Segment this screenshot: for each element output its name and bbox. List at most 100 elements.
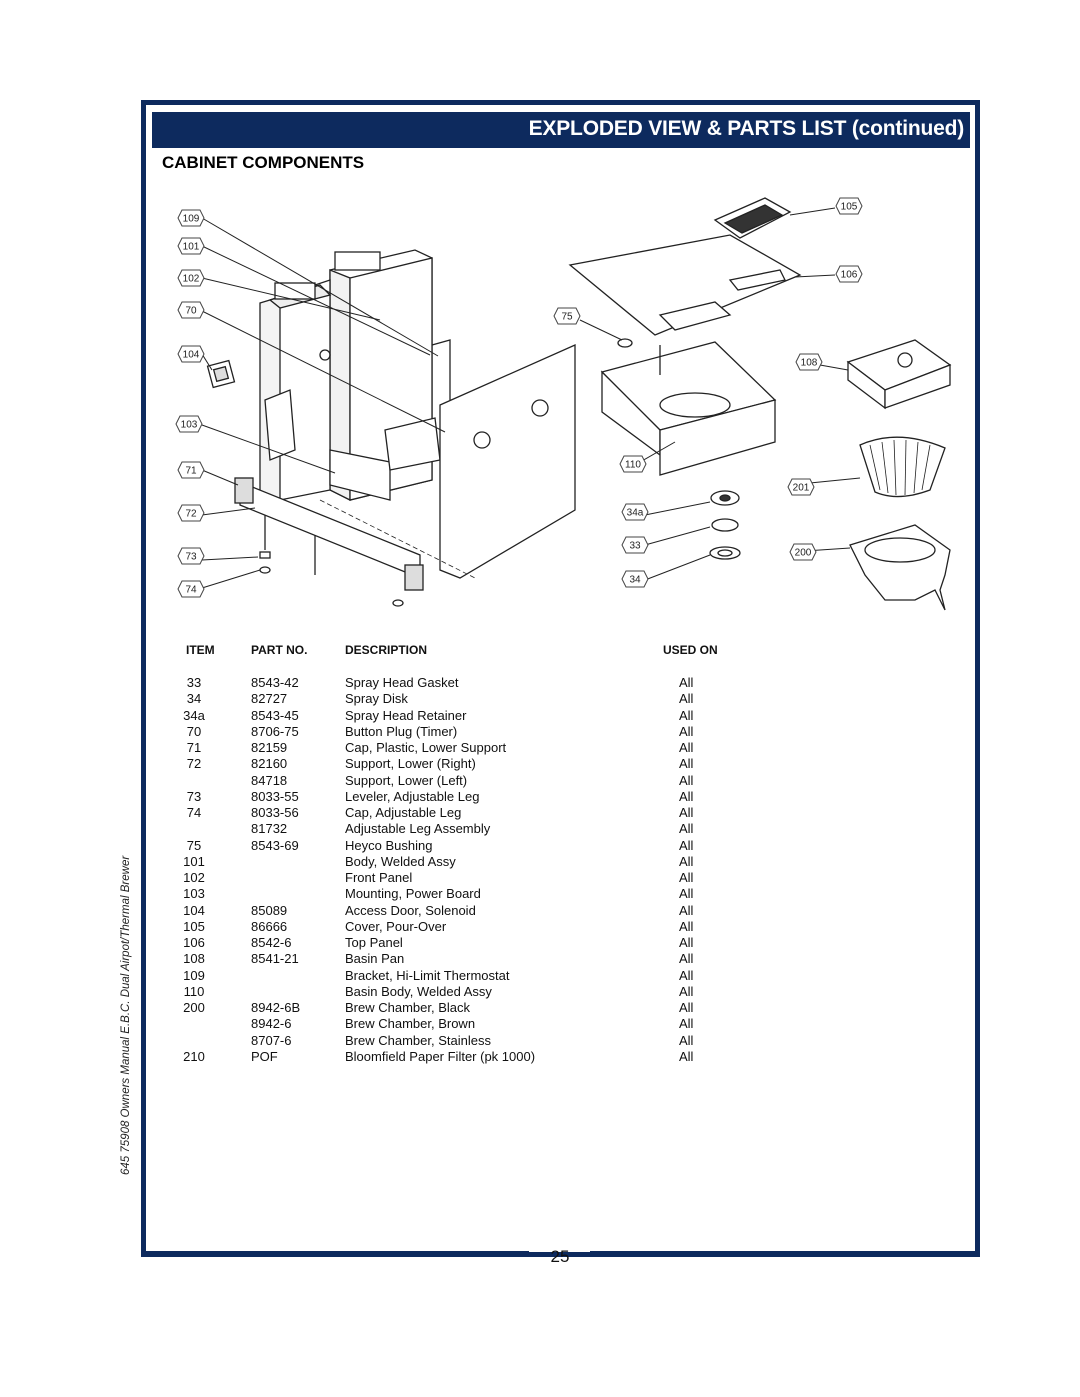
footer-rule-left [141, 1251, 529, 1257]
description-cell: Top Panel [345, 935, 403, 950]
description-cell: Spray Head Gasket [345, 675, 459, 690]
item-cell: 200 [183, 1000, 205, 1015]
used-on-cell: All [679, 805, 694, 820]
exploded-view-diagram: 109 101 102 70 104 103 71 72 73 74 75 10… [175, 197, 952, 611]
callout-label: 102 [183, 274, 200, 285]
callout-label: 109 [183, 214, 200, 225]
used-on-cell: All [679, 951, 694, 967]
description-cell: Basin Pan [345, 951, 405, 967]
part-number-cell: 8707-6 [251, 1032, 292, 1048]
part-number-cell: 8706-75 [251, 723, 299, 739]
callout-label: 105 [841, 202, 858, 213]
description-cell: Bloomfield Paper Filter (pk 1000) [345, 1048, 536, 1064]
used-on-cell: All [679, 821, 694, 837]
used-on-cell: All [679, 870, 694, 885]
item-cell: 70 [186, 723, 202, 739]
used-on-cell: All [679, 886, 694, 902]
col-header-used-on: USED ON [663, 643, 718, 657]
callout-label: 73 [185, 552, 197, 563]
part-number-cell: 8541-21 [251, 951, 299, 967]
callout-label: 75 [561, 312, 573, 323]
item-cell: 73 [186, 788, 202, 804]
part-number-cell: 82159 [251, 740, 288, 755]
callout-label: 72 [185, 509, 197, 520]
used-on-cell: All [679, 935, 694, 950]
part-number-cell: 8942-6B [251, 1000, 301, 1015]
description-cell: Brew Chamber, Brown [345, 1016, 476, 1032]
part-number-cell: 8543-42 [251, 675, 299, 690]
used-on-cell: All [679, 756, 694, 772]
callout-label: 34 [629, 575, 641, 586]
side-caption: 645 75908 Owners Manual E.B.C. Dual Airp… [120, 855, 132, 1175]
part-number-cell: 86666 [251, 918, 288, 934]
description-cell: Button Plug (Timer) [345, 723, 458, 739]
part-number-cell: 8542-6 [251, 935, 292, 950]
description-cell: Cap, Plastic, Lower Support [345, 740, 507, 755]
description-cell: Front Panel [345, 870, 413, 885]
used-on-cell: All [679, 707, 694, 723]
callout-label: 70 [185, 306, 197, 317]
part-number-cell: 8543-69 [251, 837, 299, 853]
callout-label: 104 [183, 350, 200, 361]
part-number-cell: 84718 [251, 772, 288, 788]
col-header-description: DESCRIPTION [345, 643, 428, 657]
description-cell: Mounting, Power Board [345, 886, 481, 902]
description-cell: Support, Lower (Left) [345, 772, 468, 788]
used-on-cell: All [679, 740, 694, 755]
part-number-cell: 8543-45 [251, 707, 299, 723]
item-cell: 103 [183, 886, 205, 902]
description-cell: Bracket, Hi-Limit Thermostat [345, 967, 510, 983]
callout-label: 201 [793, 483, 810, 494]
section-title: CABINET COMPONENTS [162, 153, 365, 172]
callout-label: 200 [795, 548, 812, 559]
description-cell: Spray Head Retainer [345, 707, 467, 723]
item-cell: 102 [183, 870, 205, 885]
used-on-cell: All [679, 918, 694, 934]
description-cell: Adjustable Leg Assembly [345, 821, 491, 837]
item-cell: 74 [186, 805, 202, 820]
item-cell: 72 [186, 756, 202, 772]
description-cell: Support, Lower (Right) [345, 756, 476, 772]
item-cell: 106 [183, 935, 205, 950]
item-cell: 71 [186, 740, 202, 755]
callout-label: 34a [627, 508, 644, 519]
callout-label: 103 [181, 420, 198, 431]
description-cell: Leveler, Adjustable Leg [345, 788, 480, 804]
description-cell: Brew Chamber, Black [345, 1000, 470, 1015]
item-cell: 34 [186, 691, 202, 707]
footer-rule-right [590, 1251, 980, 1257]
used-on-cell: All [679, 983, 694, 999]
used-on-cell: All [679, 1032, 694, 1048]
used-on-cell: All [679, 1016, 694, 1032]
item-cell: 104 [183, 902, 205, 918]
callout-label: 108 [801, 358, 818, 369]
callout-label: 110 [625, 460, 641, 471]
description-cell: Cap, Adjustable Leg [345, 805, 462, 820]
callout-label: 71 [185, 466, 197, 477]
description-cell: Brew Chamber, Stainless [345, 1032, 491, 1048]
part-number-cell: 85089 [251, 902, 288, 918]
used-on-cell: All [679, 772, 694, 788]
item-cell: 75 [186, 837, 202, 853]
part-number-cell: POF [251, 1048, 278, 1064]
item-cell: 105 [183, 918, 205, 934]
callout-label: 101 [183, 242, 200, 253]
item-cell: 34a [183, 707, 205, 723]
description-cell: Cover, Pour-Over [345, 918, 447, 934]
description-cell: Basin Body, Welded Assy [345, 983, 492, 999]
item-cell: 33 [186, 675, 202, 690]
used-on-cell: All [679, 837, 694, 853]
part-number-cell: 8033-55 [251, 788, 299, 804]
used-on-cell: All [679, 723, 694, 739]
used-on-cell: All [679, 691, 694, 707]
item-cell: 110 [183, 983, 205, 999]
callout-label: 33 [629, 541, 641, 552]
part-number-cell: 82727 [251, 691, 288, 707]
used-on-cell: All [679, 1048, 694, 1064]
used-on-cell: All [679, 967, 694, 983]
banner-title: EXPLODED VIEW & PARTS LIST (continued) [528, 117, 965, 140]
description-cell: Spray Disk [345, 691, 408, 707]
description-cell: Access Door, Solenoid [345, 902, 476, 918]
item-cell: 109 [183, 967, 205, 983]
used-on-cell: All [679, 1000, 694, 1015]
